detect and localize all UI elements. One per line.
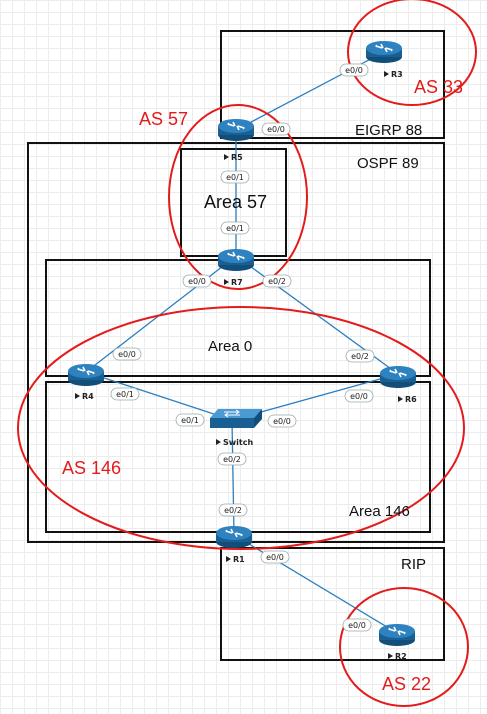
as57-circle <box>168 104 308 290</box>
area0-label: Area 0 <box>208 338 252 355</box>
r2-label: R2 <box>395 652 407 661</box>
if-r3-e00: e0/0 <box>345 66 363 75</box>
if-r6-e02: e0/2 <box>351 352 369 361</box>
router-r6-icon[interactable] <box>379 365 417 389</box>
r5-label: R5 <box>231 153 243 162</box>
if-r7-e00: e0/0 <box>188 277 206 286</box>
if-switch-e00: e0/0 <box>273 417 291 426</box>
switch-icon[interactable] <box>210 409 262 428</box>
as33-circle <box>347 0 477 106</box>
as22-circle <box>339 587 469 707</box>
r1-label: R1 <box>233 555 245 564</box>
if-r7-e01: e0/1 <box>226 224 244 233</box>
r3-label: R3 <box>391 70 403 79</box>
switch-label: Switch <box>223 438 253 447</box>
link-r7-r4 <box>85 255 237 373</box>
if-r6-e00: e0/0 <box>350 392 368 401</box>
if-r4-e00: e0/0 <box>118 350 136 359</box>
if-r5-e01: e0/1 <box>226 173 244 182</box>
if-r2-e00: e0/0 <box>348 621 366 630</box>
area57-label: Area 57 <box>204 192 267 212</box>
as33-label: AS 33 <box>414 77 463 97</box>
r7-label: R7 <box>231 278 243 287</box>
router-r1-icon[interactable] <box>215 525 253 549</box>
area146-label: Area 146 <box>349 503 410 520</box>
as146-circle <box>17 306 465 550</box>
router-r4-icon[interactable] <box>67 363 105 387</box>
router-r5-icon[interactable] <box>217 118 255 142</box>
as146-label: AS 146 <box>62 458 121 478</box>
if-r5-e00: e0/0 <box>267 125 285 134</box>
ospf-zone-label: OSPF 89 <box>357 155 419 172</box>
router-r7-icon[interactable] <box>217 248 255 272</box>
r6-label: R6 <box>405 395 417 404</box>
if-switch-e01: e0/1 <box>181 416 199 425</box>
if-r1-e02: e0/2 <box>224 506 242 515</box>
rip-zone-label: RIP <box>401 556 426 573</box>
link-r1-r2 <box>233 534 398 634</box>
if-r7-e02: e0/2 <box>268 277 286 286</box>
r4-label: R4 <box>82 392 94 401</box>
if-switch-e02: e0/2 <box>223 455 241 464</box>
eigrp-zone-label: EIGRP 88 <box>355 122 422 139</box>
eigrp-zone-border <box>220 30 445 139</box>
as57-label: AS 57 <box>139 109 188 129</box>
link-r4-switch <box>85 371 233 421</box>
if-r4-e01: e0/1 <box>116 390 134 399</box>
rip-zone-border <box>220 547 445 661</box>
if-r1-e00: e0/0 <box>266 553 284 562</box>
router-r2-icon[interactable] <box>378 623 416 647</box>
router-r3-icon[interactable] <box>365 40 403 64</box>
as22-label: AS 22 <box>382 674 431 694</box>
